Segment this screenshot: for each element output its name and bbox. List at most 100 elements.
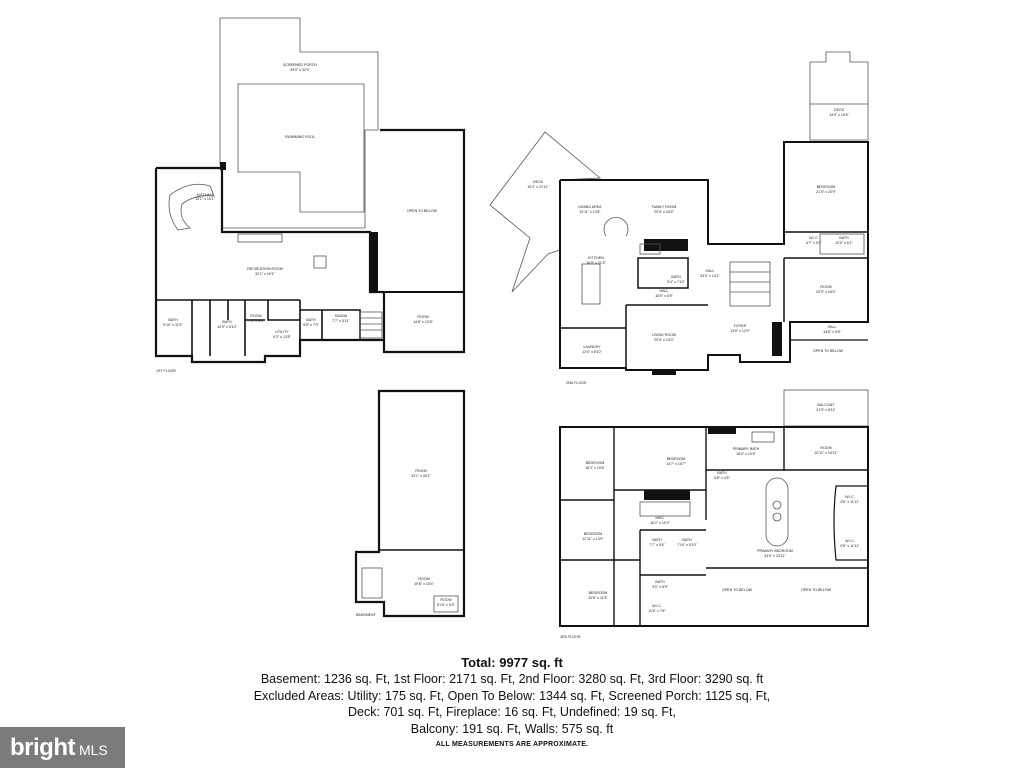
summary-line-4: Balcony: 191 sq. Ft, Walls: 575 sq. ft: [410, 721, 614, 736]
label-room-1a: ROOM: [250, 314, 261, 318]
label-bedroom-2: BEDROOM: [817, 185, 836, 189]
label-room-basement-c: ROOM: [440, 598, 451, 602]
label-open-to-below-3b: OPEN TO BELOW: [801, 588, 832, 592]
label-laundry: LAUNDRY: [583, 345, 601, 349]
dim-primary-bath: 16'0" x 13'6": [736, 452, 756, 456]
label-open-to-below-2: OPEN TO BELOW: [813, 349, 844, 353]
stair-2: [729, 261, 771, 307]
fireplace-3: [644, 490, 690, 500]
dim-wic-3b: 9'6" x 11'11": [840, 544, 860, 548]
dim-screened-porch: 39'0" x 32'0": [290, 68, 310, 72]
dim-hall-2c: 14'6" x 5'8": [823, 330, 841, 334]
tub-2: [819, 233, 865, 255]
label-bath-1b: BATH: [222, 320, 232, 324]
dim-bedroom-3a: 16'3" x 19'6": [585, 466, 605, 470]
label-family-room: FAMILY ROOM: [652, 205, 677, 209]
dim-bath-1b: 12'9" x 5'10": [217, 325, 237, 329]
dim-balcony: 21'9" x 8'11": [816, 408, 836, 412]
first-floor-plan: [154, 17, 466, 364]
label-bath-3b: BATH: [682, 538, 692, 542]
dim-kitchen-1: 15'1" x 15'1": [195, 197, 215, 201]
label-room-basement: ROOM: [415, 469, 426, 473]
logo-brand: bright: [10, 733, 75, 761]
summary-line-3: Deck: 701 sq. Ft, Fireplace: 16 sq. Ft, …: [348, 705, 676, 719]
dim-recreation-room: 32'1" x 19'1": [255, 272, 275, 276]
dim-bedroom-3c: 12'11" x 13'9": [582, 537, 604, 541]
fireplace-1b: [220, 162, 226, 170]
label-dining-area: DINING AREA: [578, 205, 602, 209]
fireplace-2b: [644, 239, 688, 251]
fireplace-2: [772, 322, 782, 356]
deck-upper: [809, 51, 869, 141]
label-living-room: LIVING ROOM: [652, 333, 676, 337]
fireplace-1: [370, 232, 378, 292]
kitchen-island-2: [581, 263, 601, 305]
dim-bath-2: 9'4" x 7'10": [667, 280, 685, 284]
basement-plan: [354, 389, 466, 618]
bath-2-block: [637, 257, 689, 289]
label-room-1b: ROOM: [417, 315, 428, 319]
label-bedroom-3d: BEDROOM: [589, 591, 608, 595]
label-kitchen-2: KITCHEN: [588, 256, 604, 260]
sofa-2: [639, 243, 661, 255]
dim-bedroom-3b: 14'7" x 15'7": [666, 462, 686, 466]
label-wic-3a: W.I.C.: [845, 495, 855, 499]
label-bedroom-3b: BEDROOM: [667, 457, 686, 461]
label-balcony: BALCONY: [817, 403, 835, 407]
dim-room-2: 20'9" x 16'0": [816, 290, 836, 294]
dim-room-basement-b: 19'8" x 15'4": [414, 582, 434, 586]
dim-room-1b: 14'8" x 13'8": [413, 320, 433, 324]
third-floor-closet-curve: [833, 485, 868, 561]
second-floor-details: [581, 216, 865, 307]
label-hall-2c: HALL: [828, 325, 837, 329]
dim-laundry: 13'0" x 8'10": [582, 350, 602, 354]
label-primary-bath: PRIMARY BATH: [733, 447, 760, 451]
label-room-2: ROOM: [820, 285, 831, 289]
fireplace-3b: [708, 428, 736, 434]
label-bedroom-3a: BEDROOM: [586, 461, 605, 465]
dim-room-3: 20'11" x 15'11": [814, 451, 838, 455]
table-1: [313, 255, 327, 269]
label-bath-1c: BATH: [306, 318, 316, 322]
label-screened-porch: SCREENED PORCH: [283, 63, 317, 67]
dim-primary-bedroom: 34'9" x 23'11": [764, 554, 786, 558]
label-sauna: SAUNA: [335, 314, 348, 318]
label-open-to-below-3a: OPEN TO BELOW: [722, 588, 753, 592]
area-summary: Total: 9977 sq. ft Basement: 1236 sq. Ft…: [0, 655, 1024, 750]
label-kitchen-1: KITCHEN: [197, 193, 213, 197]
summary-line-1: Basement: 1236 sq. Ft, 1st Floor: 2171 s…: [260, 672, 764, 686]
logo-suffix: MLS: [78, 741, 108, 758]
dim-hall-2b: 33'0" x 14'1": [700, 274, 720, 278]
second-floor-plan: [489, 51, 869, 293]
kitchen-counter-1: [168, 183, 215, 231]
bed-pillow-a: [772, 500, 782, 510]
label-room-basement-b: ROOM: [418, 577, 429, 581]
label-hall-2b: HALL: [706, 269, 715, 273]
dim-sauna: 7'7" x 5'11": [332, 319, 350, 323]
total-area: Total: 9977 sq. ft: [461, 655, 563, 670]
dim-deck-upper: 14'9" x 10'6": [829, 113, 849, 117]
primary-bed: [765, 477, 789, 547]
dim-room-basement-c: 5'10" x 5'5": [437, 603, 455, 607]
swimming-pool: [237, 83, 365, 213]
floor-label-second: 2ND FLOOR: [566, 381, 587, 385]
label-bath-2: BATH: [671, 275, 681, 279]
label-swimming-pool: SWIMMING POOL: [285, 135, 315, 139]
dim-bath-3c: 9'0" x 8'9": [652, 585, 668, 589]
label-deck-upper: DECK: [834, 108, 845, 112]
label-foyer: FOYER: [734, 324, 747, 328]
dim-family-room: 20'0" x 15'4": [654, 210, 674, 214]
first-floor-rooms: [156, 299, 361, 356]
label-hall-3: HALL: [656, 516, 665, 520]
label-room-3: ROOM: [820, 446, 831, 450]
dim-bath-3d: 5'8" x 4'6": [714, 476, 730, 480]
sofa-1: [237, 233, 283, 243]
dim-wic-3c: 11'6" x 7'6": [648, 609, 666, 613]
dim-wic-3a: 9'6" x 11'11": [840, 500, 860, 504]
basement-walls: [354, 389, 466, 618]
label-wic-3b: W.I.C.: [845, 539, 855, 543]
floor-label-first: 1ST FLOOR: [156, 369, 176, 373]
label-open-to-below-1: OPEN TO BELOW: [407, 209, 438, 213]
spiral-stair-2: [603, 216, 629, 237]
